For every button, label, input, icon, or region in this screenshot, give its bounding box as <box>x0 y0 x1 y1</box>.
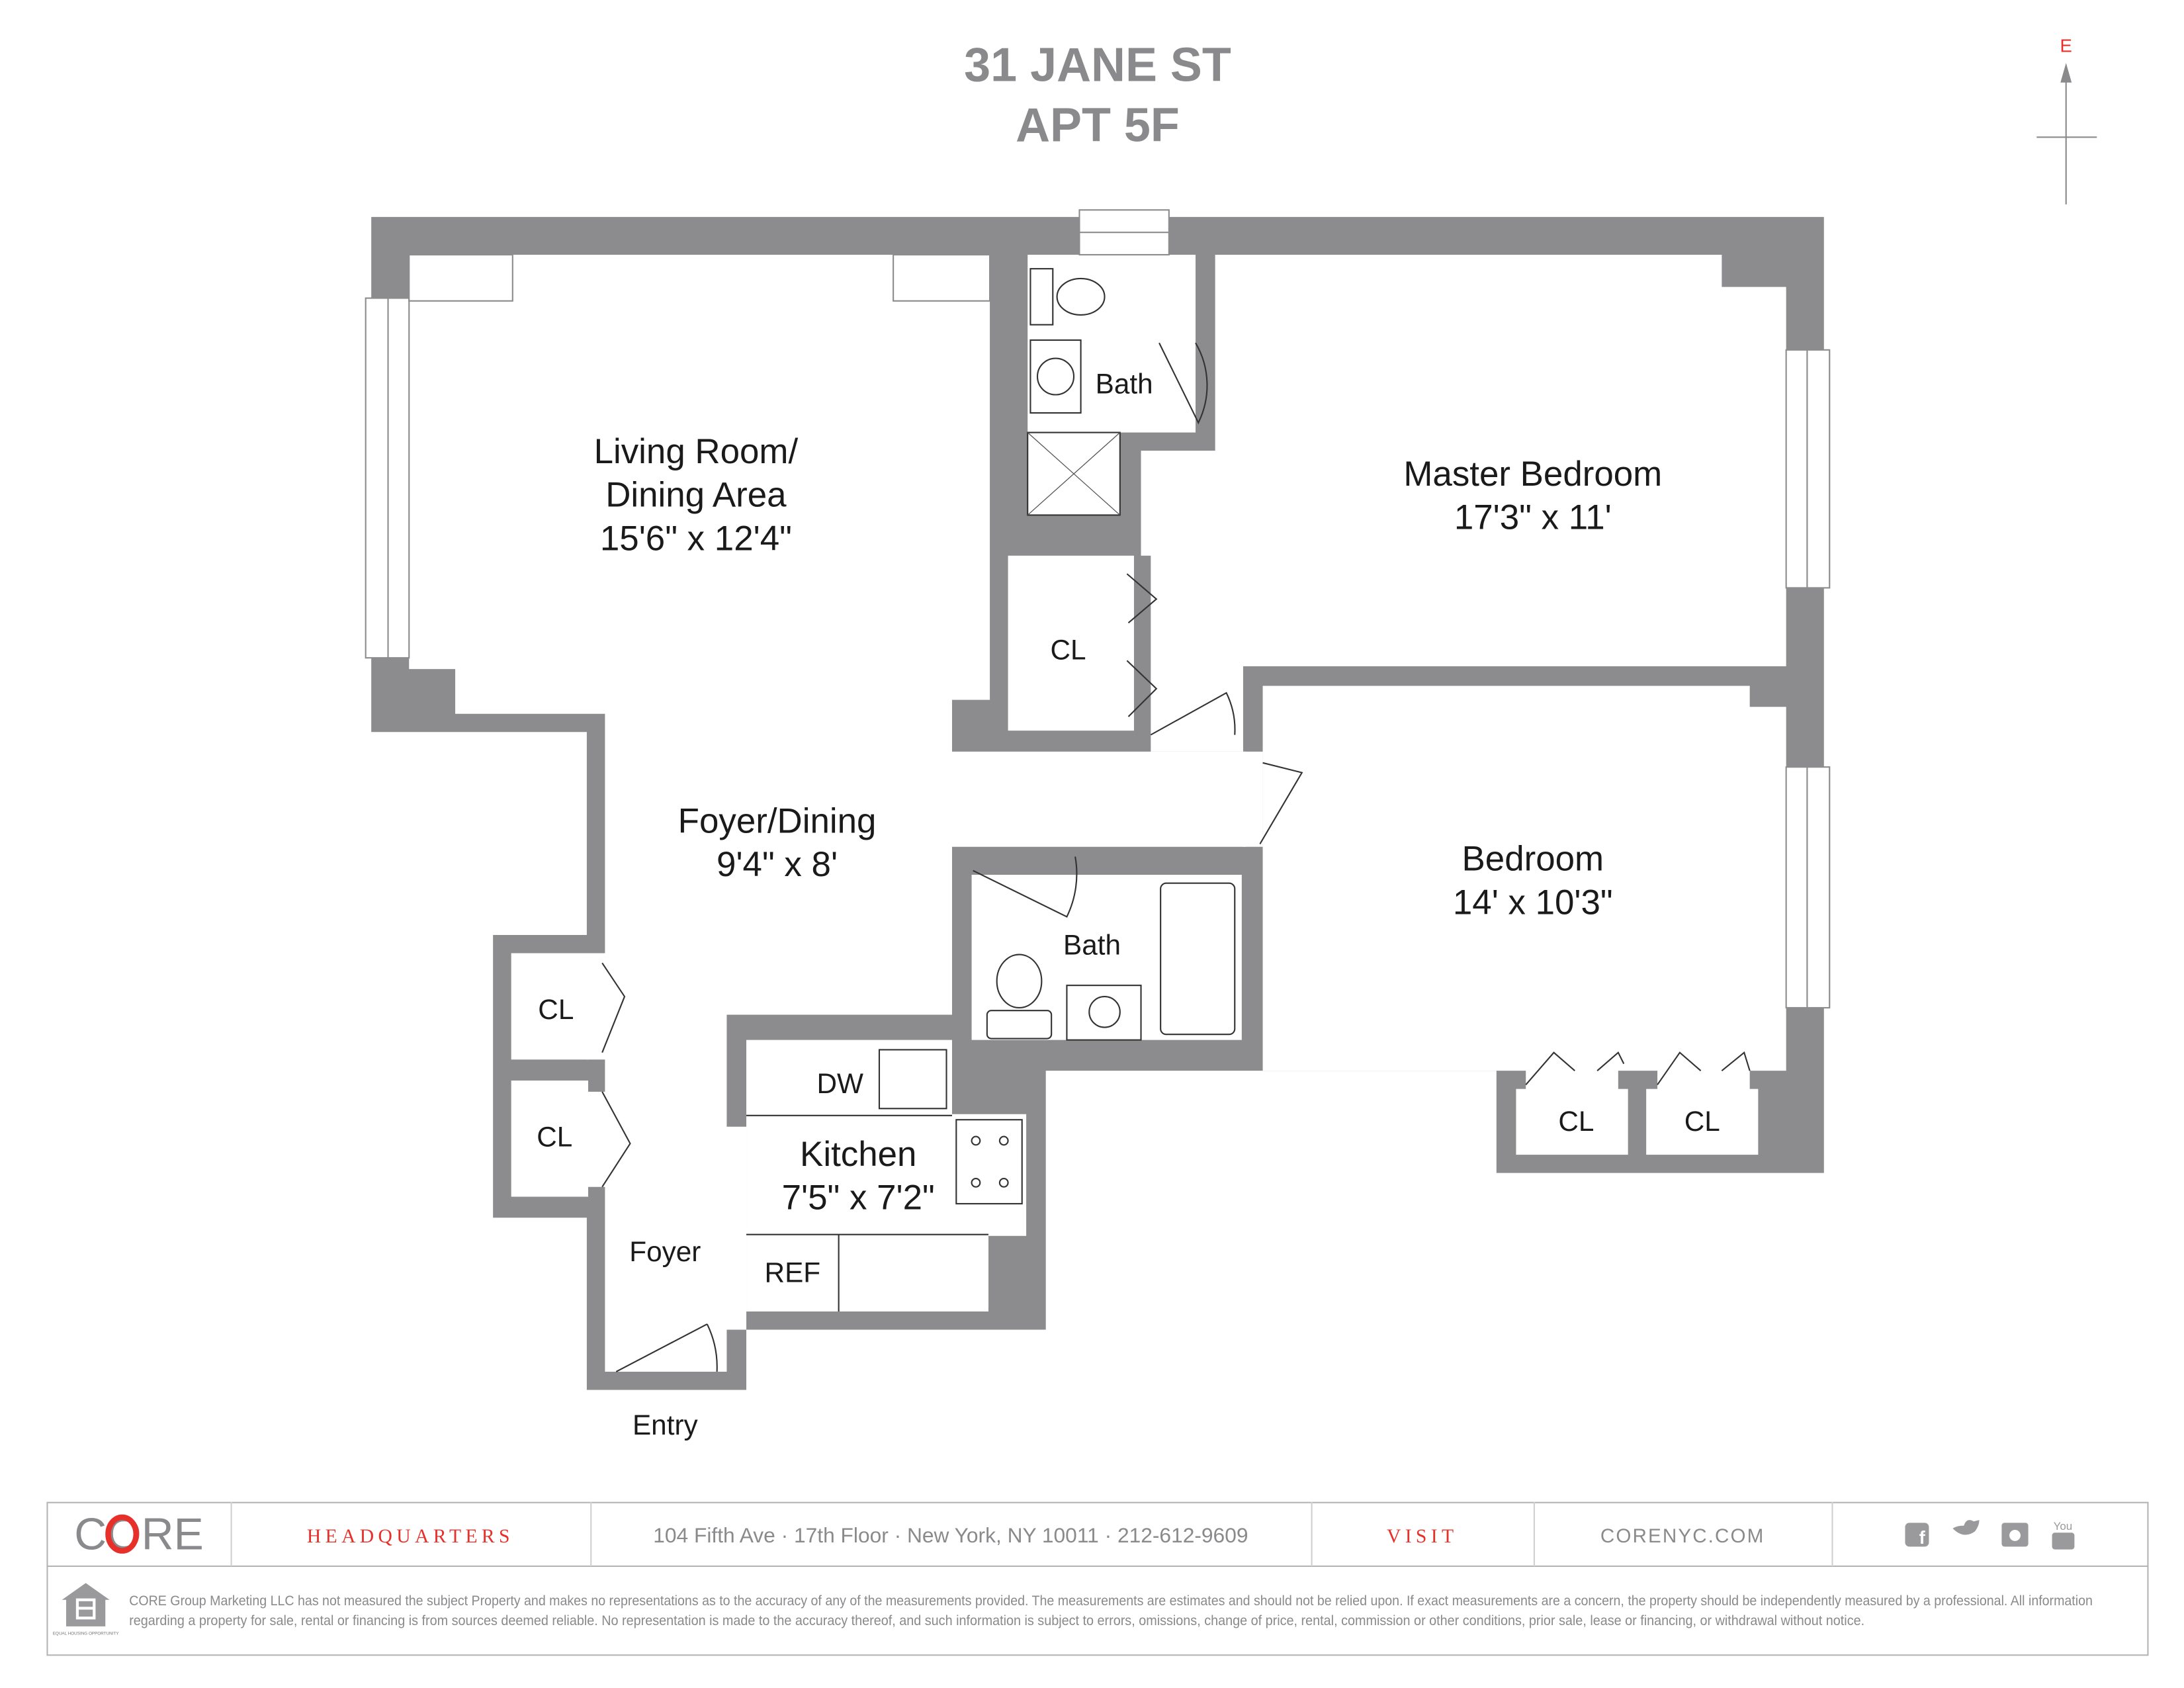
svg-text:CORE: CORE <box>74 1510 204 1560</box>
svg-text:f: f <box>1919 1527 1926 1548</box>
kitchen-size: 7'5" x 7'2" <box>782 1178 935 1218</box>
foyer-dining-size: 9'4" x 8' <box>717 845 838 884</box>
master-closet <box>1008 555 1134 731</box>
master-bedroom-size: 17'3" x 11' <box>1454 498 1612 537</box>
bedroom-closet-1 <box>1516 1088 1628 1155</box>
closet-1 <box>511 953 589 1060</box>
closet-label: CL <box>1558 1106 1594 1137</box>
hq-address: 104 Fifth Ave · 17th Floor · New York, N… <box>653 1523 1248 1547</box>
facebook-icon[interactable]: f <box>1905 1523 1929 1548</box>
equal-housing-icon: EQUAL HOUSING OPPORTUNITY <box>53 1583 120 1636</box>
bedroom-size: 14' x 10'3" <box>1453 883 1613 922</box>
disclaimer-line-1: CORE Group Marketing LLC has not measure… <box>129 1593 2093 1609</box>
core-logo[interactable]: CORE <box>74 1510 204 1560</box>
youtube-icon[interactable]: You <box>2052 1520 2075 1550</box>
footer: CORE HEADQUARTERS 104 Fifth Ave · 17th F… <box>46 1501 2149 1656</box>
floor-plan <box>365 209 1831 1390</box>
unit-title: APT 5F <box>1016 99 1180 152</box>
website-link[interactable]: CORENYC.COM <box>1600 1525 1765 1547</box>
living-foyer-area <box>409 254 1246 1372</box>
headquarters-label: HEADQUARTERS <box>307 1526 514 1547</box>
foyer-dining-label: Foyer/Dining <box>678 802 877 841</box>
visit-label: VISIT <box>1387 1526 1458 1547</box>
refrigerator-label: REF <box>765 1257 821 1288</box>
living-room-size: 15'6" x 12'4" <box>600 519 792 558</box>
windows <box>365 209 1831 1009</box>
dining-area-label: Dining Area <box>605 476 787 515</box>
bath-label: Bath <box>1063 930 1121 961</box>
twitter-icon[interactable] <box>1952 1520 1980 1535</box>
bedroom-label: Bedroom <box>1462 840 1604 879</box>
master-bedroom <box>1141 254 1786 752</box>
living-room-label: Living Room/ <box>594 432 799 471</box>
master-bath-label: Bath <box>1096 368 1153 399</box>
disclaimer-line-2: regarding a property for sale, rental or… <box>129 1613 1864 1628</box>
master-bedroom-label: Master Bedroom <box>1403 455 1662 494</box>
compass-label: E <box>2060 35 2072 56</box>
svg-text:EQUAL HOUSING OPPORTUNITY: EQUAL HOUSING OPPORTUNITY <box>53 1632 120 1636</box>
closet-label: CL <box>537 1121 572 1152</box>
dishwasher-label: DW <box>817 1068 864 1099</box>
instagram-icon[interactable] <box>2001 1523 2029 1547</box>
closet-label: CL <box>1684 1106 1720 1137</box>
kitchen-label: Kitchen <box>800 1135 916 1174</box>
bedroom <box>1262 686 1786 1071</box>
bedroom-closet-2 <box>1646 1088 1759 1155</box>
closet-label: CL <box>1051 634 1086 665</box>
doors <box>601 342 1751 1372</box>
closet-label: CL <box>538 994 574 1025</box>
address-title: 31 JANE ST <box>964 39 1231 92</box>
compass-icon: E <box>2036 35 2097 204</box>
foyer-label: Foyer <box>629 1236 701 1267</box>
svg-text:You: You <box>2054 1520 2073 1533</box>
closet-2 <box>511 1080 589 1197</box>
entry-label: Entry <box>633 1409 699 1441</box>
